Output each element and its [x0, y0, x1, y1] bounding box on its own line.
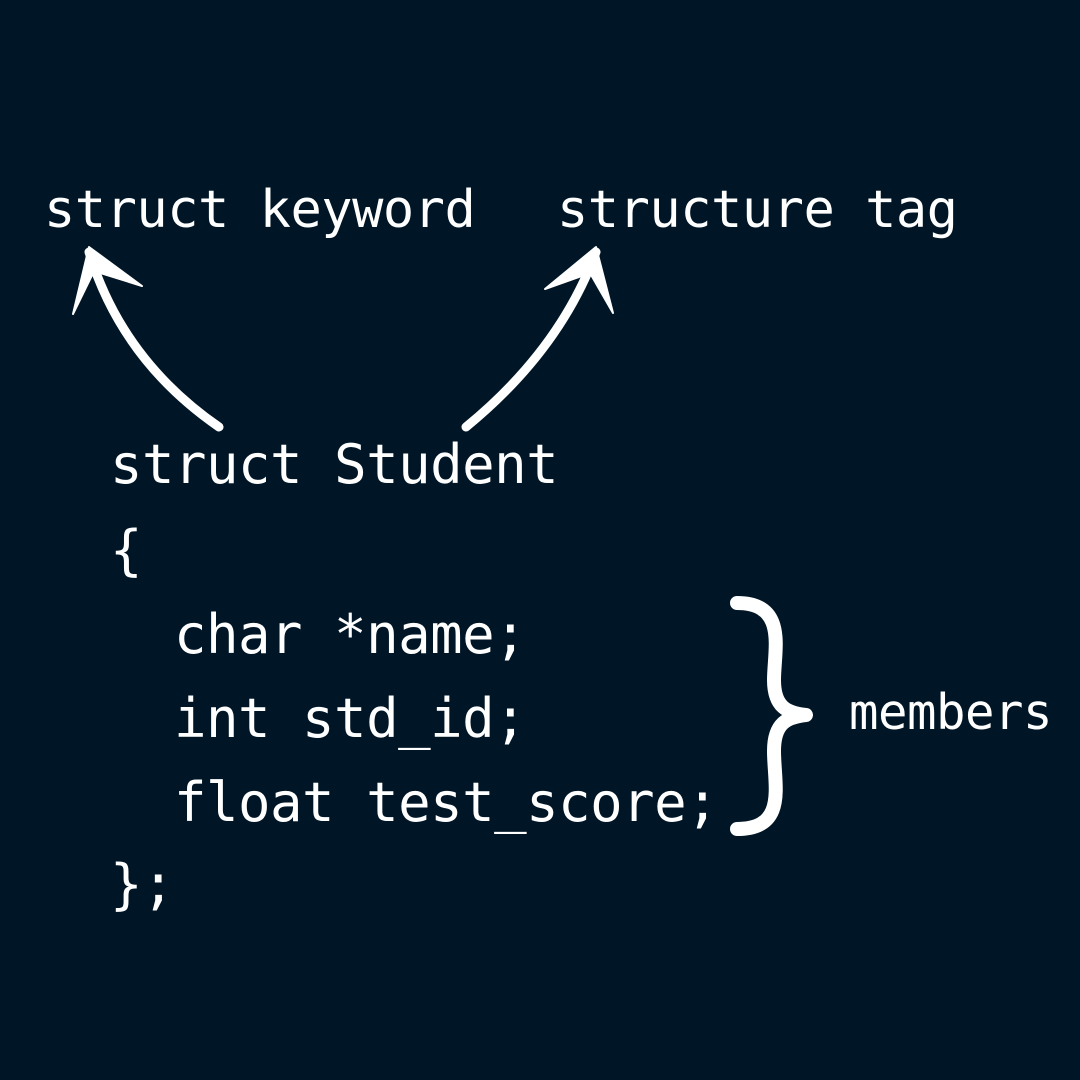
curved-arrow-up-right-icon	[461, 246, 614, 432]
member-name-line: char *name;	[174, 603, 527, 666]
member-test-score-line: float test_score;	[174, 771, 719, 834]
struct-keyword-label: struct keyword	[44, 180, 476, 240]
member-std-id-line: int std_id;	[174, 687, 527, 750]
members-label: members	[849, 684, 1053, 741]
struct-declaration-line: struct Student	[110, 433, 559, 496]
structure-tag-label: structure tag	[557, 180, 958, 240]
curved-arrow-up-left-icon	[72, 246, 224, 432]
closing-brace-line: };	[110, 853, 175, 916]
right-curly-brace-icon	[730, 596, 813, 836]
opening-brace-line: {	[110, 519, 143, 582]
